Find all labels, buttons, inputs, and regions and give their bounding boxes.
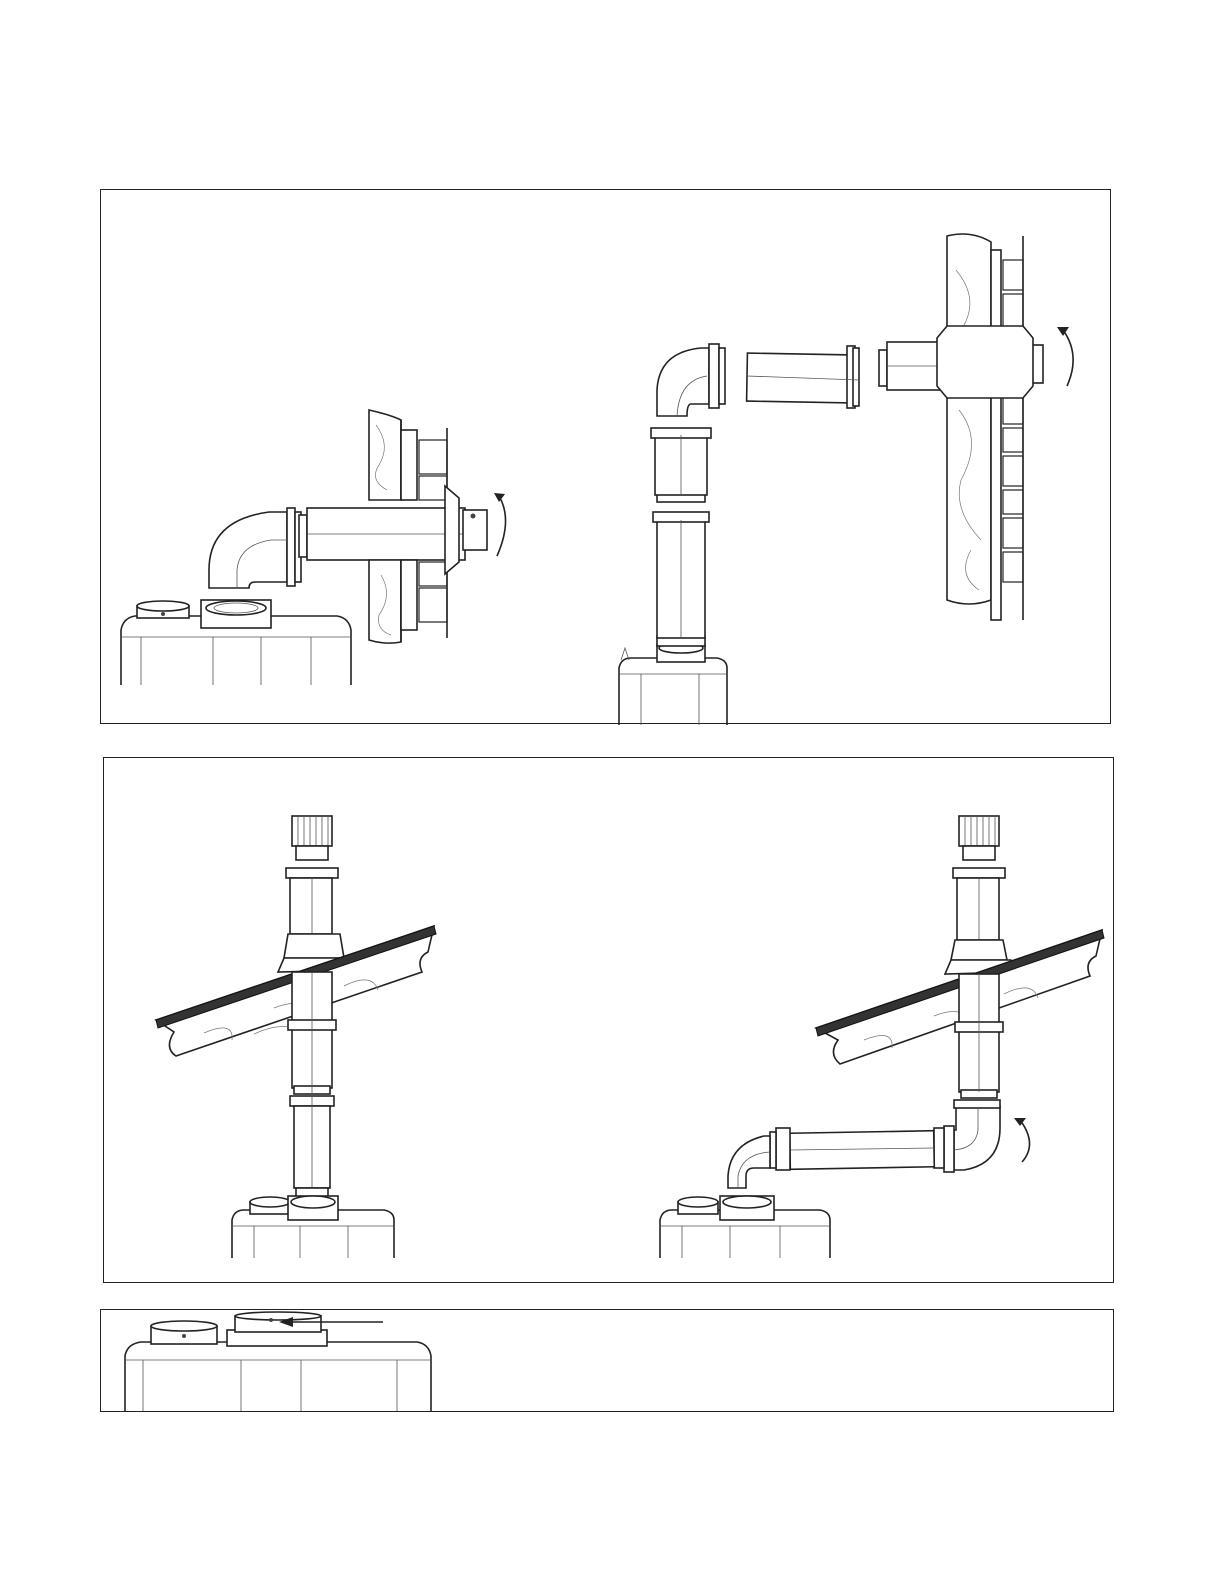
- horizontal-vent-short: [121, 410, 506, 685]
- vertical-vent-straight: [156, 816, 436, 1258]
- vertical-vent-offset: [660, 816, 1104, 1258]
- water-heater-unit: [232, 1196, 394, 1258]
- panel-vertical-venting: [103, 757, 1114, 1283]
- rotate-arrow-icon: [1014, 1118, 1030, 1162]
- offset-horizontal-pipe: [770, 1128, 944, 1170]
- vent-termination-cap: [953, 816, 1005, 940]
- water-heater-unit: [121, 600, 351, 685]
- rotate-arrow-icon: [494, 493, 506, 556]
- vent-elbow: [944, 1100, 1000, 1172]
- panel-vent-collar-detail: [100, 1309, 1114, 1412]
- vent-termination-cap: [286, 816, 338, 934]
- vent-elbow: [209, 508, 301, 588]
- vent-elbow: [728, 1136, 770, 1188]
- vertical-venting-drawings: [104, 758, 1115, 1284]
- heater-top-vent-collar: [125, 1312, 431, 1411]
- horizontal-venting-drawings: [101, 190, 1112, 725]
- water-heater-unit: [660, 1196, 830, 1258]
- vertical-vent-pipe: [288, 972, 336, 1198]
- horizontal-vent-long: [619, 234, 1073, 725]
- vent-collar-drawing: [101, 1310, 1115, 1413]
- vent-elbow: [657, 344, 725, 416]
- rotate-arrow-icon: [1057, 327, 1073, 386]
- exterior-wall: [937, 234, 1033, 620]
- water-heater-unit: [619, 643, 727, 725]
- vertical-vent-pipe: [955, 974, 1003, 1098]
- panel-horizontal-venting: [100, 189, 1111, 724]
- vertical-riser-pipes: [651, 428, 711, 646]
